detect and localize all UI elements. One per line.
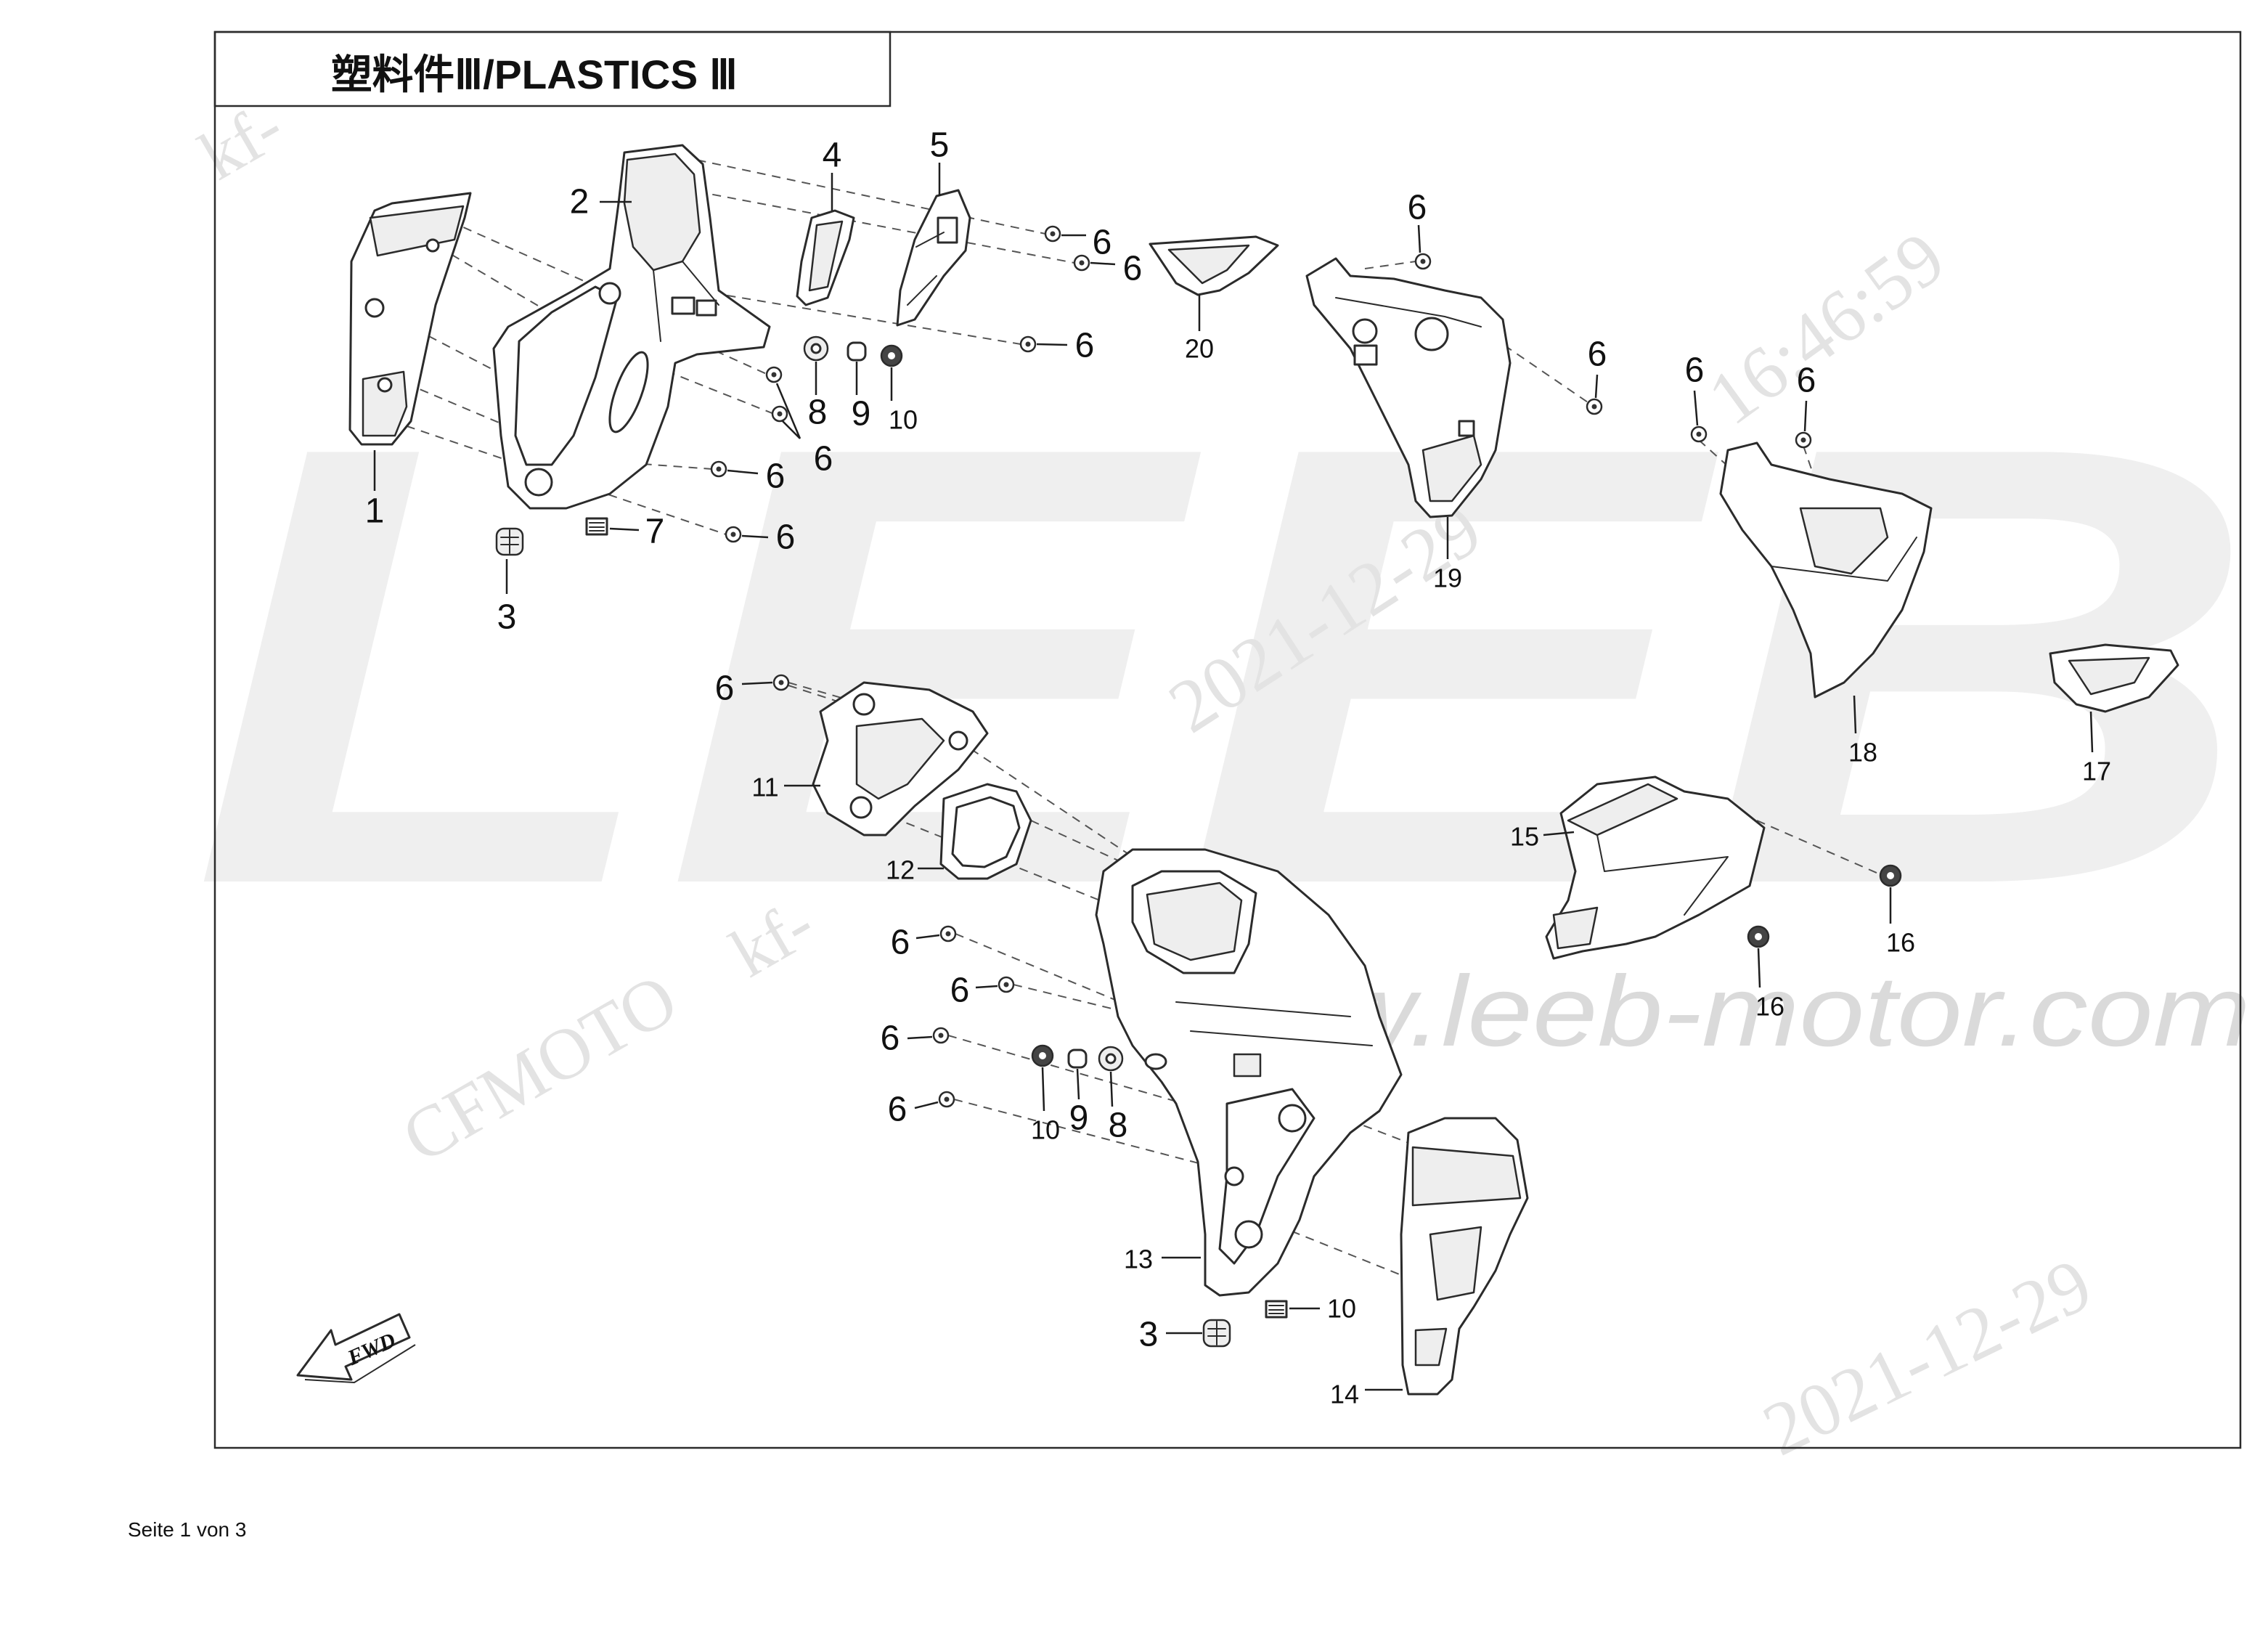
screw-icon xyxy=(765,366,783,383)
callout-label: 10 xyxy=(1031,1115,1060,1145)
callout-label: 6 xyxy=(888,1091,907,1129)
callout-label: 10 xyxy=(889,405,918,435)
page-footer: Seite 1 von 3 xyxy=(128,1518,246,1541)
callout-label: 6 xyxy=(1123,250,1143,288)
part-20-small-bracket xyxy=(1149,235,1279,296)
callout-label: 2 xyxy=(570,183,590,221)
part-10-nut-lower xyxy=(1031,1044,1054,1067)
part-18-side-cover xyxy=(1719,441,1933,699)
callout-label: 1 xyxy=(365,492,385,531)
callout-label: 6 xyxy=(814,440,833,479)
callout-label: 9 xyxy=(1069,1099,1089,1138)
part-3-grommet-lower xyxy=(1202,1319,1231,1348)
callout-label: 7 xyxy=(645,513,665,551)
screw-icon xyxy=(998,976,1015,993)
callout-label: 6 xyxy=(1797,362,1816,400)
page-title: 塑料件Ⅲ/PLASTICS Ⅲ xyxy=(331,52,738,97)
drawing-frame xyxy=(213,30,2242,1449)
screw-icon xyxy=(1795,431,1812,449)
callout-label: 19 xyxy=(1433,563,1462,593)
part-9-spacer-upper xyxy=(847,341,867,362)
leader-lines xyxy=(373,163,2094,1391)
callout-label: 6 xyxy=(1408,189,1427,227)
screw-icon xyxy=(1073,254,1090,272)
part-5-bracket xyxy=(896,189,971,327)
callout-label: 6 xyxy=(950,972,970,1010)
screw-icon xyxy=(772,674,790,691)
forward-arrow-icon: FWD xyxy=(296,1313,416,1384)
callout-label: 4 xyxy=(823,137,842,175)
callout-label: 6 xyxy=(891,924,910,962)
part-7-clip xyxy=(585,517,608,536)
callout-label: 16 xyxy=(1886,928,1915,958)
callout-label: 3 xyxy=(497,598,517,637)
callout-label: 6 xyxy=(776,518,796,557)
callout-label: 8 xyxy=(1109,1107,1128,1145)
part-1-side-panel xyxy=(348,192,472,446)
callout-label: 3 xyxy=(1139,1316,1159,1354)
part-17-reflector xyxy=(2049,643,2179,713)
part-4-trim-strip xyxy=(796,209,855,306)
part-16-nut-b xyxy=(1747,925,1770,948)
date-watermark-bottom: 2021-12-29 xyxy=(1751,1242,2105,1472)
screw-icon xyxy=(932,1027,950,1044)
callout-label: 12 xyxy=(886,855,915,885)
title-box xyxy=(213,30,892,107)
callout-label: 10 xyxy=(1327,1294,1356,1324)
part-15-rear-cover xyxy=(1545,775,1766,960)
screw-icon xyxy=(1019,335,1037,353)
callout-label: 20 xyxy=(1185,334,1214,364)
screw-icon xyxy=(1414,253,1432,270)
part-8-washer-upper xyxy=(803,335,829,362)
callout-label: 11 xyxy=(751,773,778,802)
part-10-nut-upper xyxy=(880,344,903,367)
callout-label: 6 xyxy=(1588,335,1607,374)
part-14-front-panel xyxy=(1400,1117,1529,1396)
screw-icon xyxy=(771,405,788,423)
callout-label: 6 xyxy=(715,669,735,708)
callout-label: 5 xyxy=(930,126,950,165)
user-watermark-top: kf- xyxy=(187,87,295,195)
part-3-grommet-upper xyxy=(495,527,524,556)
callout-label: 16 xyxy=(1755,992,1784,1022)
screw-icon xyxy=(939,925,957,942)
part-11-panel xyxy=(812,681,989,836)
callout-label: 6 xyxy=(1075,327,1095,365)
part-19-right-bracket xyxy=(1305,257,1512,518)
screw-icon xyxy=(725,526,742,543)
screw-icon xyxy=(710,460,727,478)
screw-icon xyxy=(1690,425,1708,443)
callout-label: 6 xyxy=(1093,224,1112,262)
screw-icon xyxy=(1044,225,1061,243)
callout-label: 13 xyxy=(1124,1245,1153,1274)
callout-label: 8 xyxy=(808,394,828,432)
callout-label: 17 xyxy=(2082,757,2111,786)
screw-icon xyxy=(1586,398,1603,415)
part-13-front-cover xyxy=(1095,848,1403,1297)
callout-labels: 1 2 3 4 5 6 6 6 6 6 6 7 8 9 10 20 6 19 6… xyxy=(365,126,2111,1409)
part-12-gasket xyxy=(939,783,1032,880)
callout-label: 6 xyxy=(766,457,786,496)
callout-label: 14 xyxy=(1330,1380,1359,1409)
screw-icon xyxy=(938,1091,955,1108)
callout-label: 9 xyxy=(852,395,871,433)
part-9-spacer-lower xyxy=(1067,1048,1088,1069)
part-16-nut-a xyxy=(1879,864,1902,887)
callout-label: 6 xyxy=(881,1019,900,1058)
part-10-clip-lower xyxy=(1265,1300,1288,1319)
callout-label: 6 xyxy=(1685,351,1705,390)
callout-label: 15 xyxy=(1510,822,1539,852)
part-2-inner-cover xyxy=(492,144,771,510)
callout-label: 18 xyxy=(1848,738,1877,767)
part-8-washer-lower xyxy=(1098,1046,1124,1072)
